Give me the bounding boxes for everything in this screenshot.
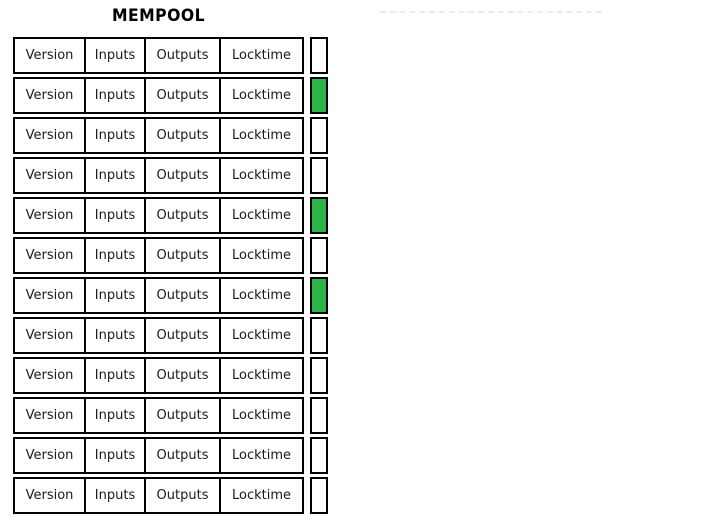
cell-inputs: Inputs	[86, 319, 146, 352]
status-badge[interactable]	[310, 237, 328, 274]
status-badge[interactable]	[310, 117, 328, 154]
cell-inputs: Inputs	[86, 239, 146, 272]
cell-locktime: Locktime	[221, 239, 302, 272]
cell-inputs: Inputs	[86, 359, 146, 392]
status-badge[interactable]	[310, 37, 328, 74]
cell-outputs: Outputs	[146, 279, 221, 312]
status-badge[interactable]	[310, 197, 328, 234]
cell-locktime: Locktime	[221, 279, 302, 312]
cell-inputs: Inputs	[86, 79, 146, 112]
cell-outputs: Outputs	[146, 39, 221, 72]
cell-version: Version	[15, 279, 86, 312]
cell-locktime: Locktime	[221, 359, 302, 392]
cell-version: Version	[15, 39, 86, 72]
faint-dashed-rule	[380, 11, 602, 13]
cell-inputs: Inputs	[86, 279, 146, 312]
cell-outputs: Outputs	[146, 199, 221, 232]
cell-version: Version	[15, 159, 86, 192]
cell-locktime: Locktime	[221, 479, 302, 512]
cell-locktime: Locktime	[221, 159, 302, 192]
cell-inputs: Inputs	[86, 119, 146, 152]
cell-outputs: Outputs	[146, 239, 221, 272]
cell-inputs: Inputs	[86, 479, 146, 512]
cell-locktime: Locktime	[221, 319, 302, 352]
cell-outputs: Outputs	[146, 159, 221, 192]
cell-locktime: Locktime	[221, 79, 302, 112]
page-title: MEMPOOL	[111, 6, 206, 26]
cell-version: Version	[15, 479, 86, 512]
cell-inputs: Inputs	[86, 199, 146, 232]
cell-outputs: Outputs	[146, 319, 221, 352]
status-badge[interactable]	[310, 317, 328, 354]
cell-outputs: Outputs	[146, 79, 221, 112]
cell-version: Version	[15, 199, 86, 232]
status-badge[interactable]	[310, 277, 328, 314]
cell-inputs: Inputs	[86, 39, 146, 72]
cell-outputs: Outputs	[146, 479, 221, 512]
cell-outputs: Outputs	[146, 359, 221, 392]
cell-inputs: Inputs	[86, 159, 146, 192]
cell-inputs: Inputs	[86, 439, 146, 472]
cell-inputs: Inputs	[86, 399, 146, 432]
status-badge[interactable]	[310, 477, 328, 514]
cell-version: Version	[15, 359, 86, 392]
status-badge[interactable]	[310, 437, 328, 474]
cell-version: Version	[15, 119, 86, 152]
cell-version: Version	[15, 239, 86, 272]
status-badge[interactable]	[310, 397, 328, 434]
cell-locktime: Locktime	[221, 39, 302, 72]
status-badge[interactable]	[310, 77, 328, 114]
cell-outputs: Outputs	[146, 439, 221, 472]
cell-version: Version	[15, 399, 86, 432]
cell-locktime: Locktime	[221, 399, 302, 432]
cell-version: Version	[15, 439, 86, 472]
cell-locktime: Locktime	[221, 119, 302, 152]
cell-outputs: Outputs	[146, 119, 221, 152]
cell-version: Version	[15, 79, 86, 112]
cell-locktime: Locktime	[221, 439, 302, 472]
cell-outputs: Outputs	[146, 399, 221, 432]
status-badge[interactable]	[310, 357, 328, 394]
cell-version: Version	[15, 319, 86, 352]
cell-locktime: Locktime	[221, 199, 302, 232]
status-badge[interactable]	[310, 157, 328, 194]
